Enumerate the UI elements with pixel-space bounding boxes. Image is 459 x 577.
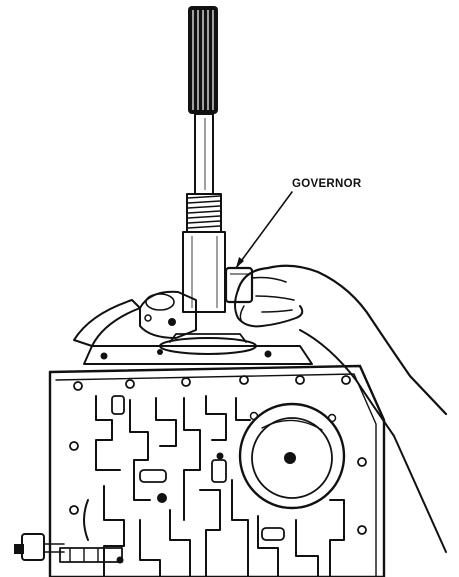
cooler-fitting (14, 533, 123, 563)
technician-hand (234, 264, 448, 553)
fluid-passages (83, 395, 345, 577)
transmission-case (48, 364, 386, 577)
governor-label: GOVERNOR (292, 178, 362, 190)
leader-line (235, 191, 293, 269)
governor-callout: GOVERNOR (235, 178, 362, 269)
extension-housing (73, 299, 313, 365)
valve-bores (111, 395, 285, 541)
servo-cover (238, 402, 346, 510)
shaft-threads (186, 193, 222, 233)
output-shaft (182, 6, 226, 313)
shaft-splines (188, 6, 218, 114)
governor-body (139, 266, 254, 339)
arrowhead (236, 257, 244, 268)
